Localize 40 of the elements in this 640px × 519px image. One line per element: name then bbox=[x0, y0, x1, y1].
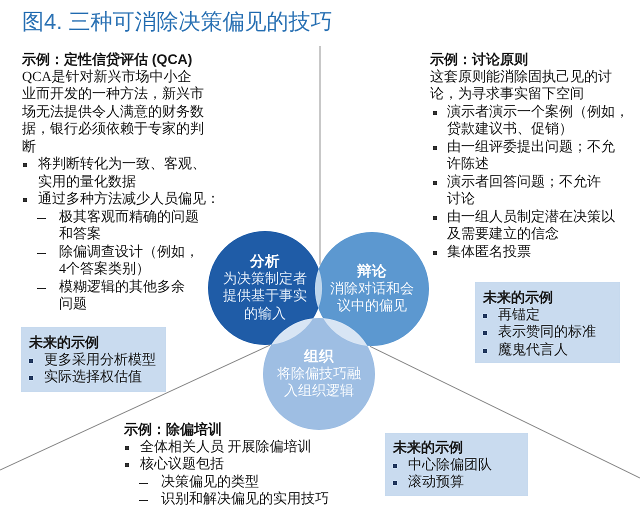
bullet-item: 由一组评委提出问题；不允许陈述 bbox=[430, 138, 618, 174]
diagram-title: 图4. 三种可消除决策偏见的技巧 bbox=[22, 8, 332, 35]
sub-bullet-item: 极其客观而精确的问题和答案 bbox=[22, 208, 202, 244]
example-heading: 示例：除偏培训 bbox=[124, 421, 223, 438]
note-panel bbox=[21, 327, 166, 392]
bullet-item: 全体相关人员 开展除偏培训 bbox=[124, 438, 330, 456]
description-text: 这套原则能消除固执己见的讨论，为寻求事实留下空间 bbox=[430, 68, 613, 104]
bullet-item: 演示者回答问题；不允许讨论 bbox=[430, 174, 604, 208]
sub-bullet-item: 识别和解决偏见的实用技巧 bbox=[124, 491, 351, 508]
circle-heading: 分析 bbox=[250, 252, 280, 271]
circle-heading: 辩论 bbox=[357, 262, 387, 280]
bullet-item: 演示者演示一个案例（例如，贷款建议书、促销） bbox=[430, 104, 632, 138]
bullet-item: 实际选择权估值 bbox=[29, 369, 160, 386]
example-heading: 示例：讨论原则 bbox=[430, 51, 529, 68]
sub-bullet-item: 除偏调查设计（例如，4个答案类别） bbox=[22, 244, 202, 278]
bullet-item: 魔鬼代言人 bbox=[483, 342, 614, 359]
example-heading: 示例：定性信贷评估 (QCA) bbox=[22, 51, 194, 68]
bullet-item: 将判断转化为一致、客观、实用的量化数据 bbox=[22, 156, 209, 191]
circle-text: 为决策制定者提供基于事实的输入 bbox=[222, 270, 308, 324]
bullet-item: 更多采用分析模型 bbox=[29, 352, 160, 369]
bullet-item: 表示赞同的标准 bbox=[483, 324, 614, 342]
description-text: QCA是针对新兴市场中小企业而开发的一种方法，新兴市场无法提供令人满意的财务数据，银行必须依赖于专家的判断 bbox=[22, 68, 205, 156]
circle-heading: 组织 bbox=[304, 348, 334, 366]
note-panel bbox=[385, 433, 528, 496]
panel-heading: 未来的示例 bbox=[483, 289, 554, 306]
bullet-item: 集体匿名投票 bbox=[430, 244, 618, 261]
panel-heading: 未来的示例 bbox=[393, 439, 464, 456]
bullet-item: 滚动预算 bbox=[393, 474, 522, 492]
circle-text: 消除对话和会议中的偏见 bbox=[329, 280, 415, 316]
panel-heading: 未来的示例 bbox=[29, 334, 100, 352]
bullet-item: 由一组人员制定潜在决策以及需要建立的信念 bbox=[430, 208, 618, 244]
bullet-item: 再锚定 bbox=[483, 306, 614, 324]
venn-circle bbox=[263, 318, 375, 430]
note-panel bbox=[475, 282, 620, 363]
bullet-item: 核心议题包括 bbox=[124, 456, 330, 474]
sub-bullet-item: 决策偏见的类型 bbox=[124, 474, 351, 491]
sub-bullet-item: 模糊逻辑的其他多余问题 bbox=[22, 278, 188, 314]
circle-text: 将除偏技巧融入组织逻辑 bbox=[276, 366, 362, 400]
bullet-item: 中心除偏团队 bbox=[393, 456, 522, 474]
bullet-item: 通过多种方法减少人员偏见： bbox=[22, 191, 223, 208]
